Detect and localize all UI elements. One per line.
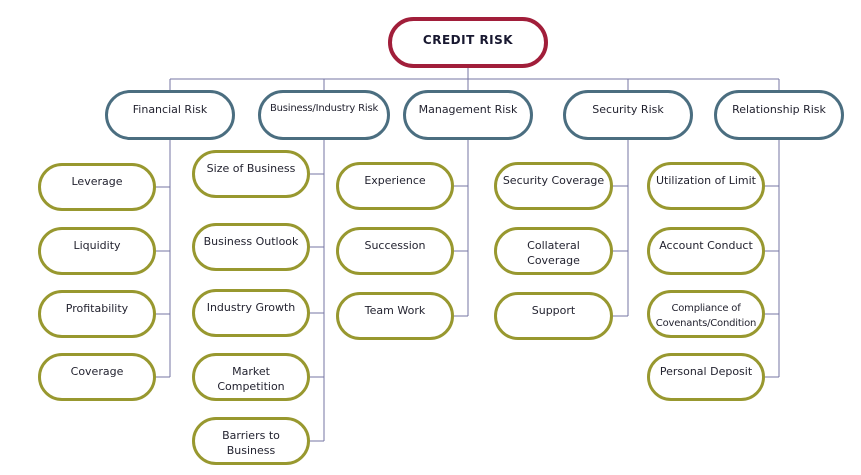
node-account-conduct: Account Conduct (647, 227, 765, 275)
node-barriers-to-business: Barriers to Business (192, 417, 310, 465)
node-liquidity: Liquidity (38, 227, 156, 275)
node-industry-growth: Industry Growth (192, 289, 310, 337)
node-leverage: Leverage (38, 163, 156, 211)
node-security-risk: Security Risk (563, 90, 693, 140)
node-business-outlook: Business Outlook (192, 223, 310, 271)
node-team-work: Team Work (336, 292, 454, 340)
node-profitability: Profitability (38, 290, 156, 338)
node-succession: Succession (336, 227, 454, 275)
node-market-competition: Market Competition (192, 353, 310, 401)
node-experience: Experience (336, 162, 454, 210)
node-support: Support (494, 292, 613, 340)
node-collateral-coverage: Collateral Coverage (494, 227, 613, 275)
node-compliance-of-covenants-condition: Compliance of Covenants/Condition (647, 290, 765, 338)
node-business-industry-risk: Business/Industry Risk (258, 90, 390, 140)
node-coverage: Coverage (38, 353, 156, 401)
node-relationship-risk: Relationship Risk (714, 90, 844, 140)
node-personal-deposit: Personal Deposit (647, 353, 765, 401)
node-security-coverage: Security Coverage (494, 162, 613, 210)
node-management-risk: Management Risk (403, 90, 533, 140)
node-financial-risk: Financial Risk (105, 90, 235, 140)
node-credit-risk: CREDIT RISK (388, 17, 548, 68)
node-utilization-of-limit: Utilization of Limit (647, 162, 765, 210)
node-size-of-business: Size of Business (192, 150, 310, 198)
